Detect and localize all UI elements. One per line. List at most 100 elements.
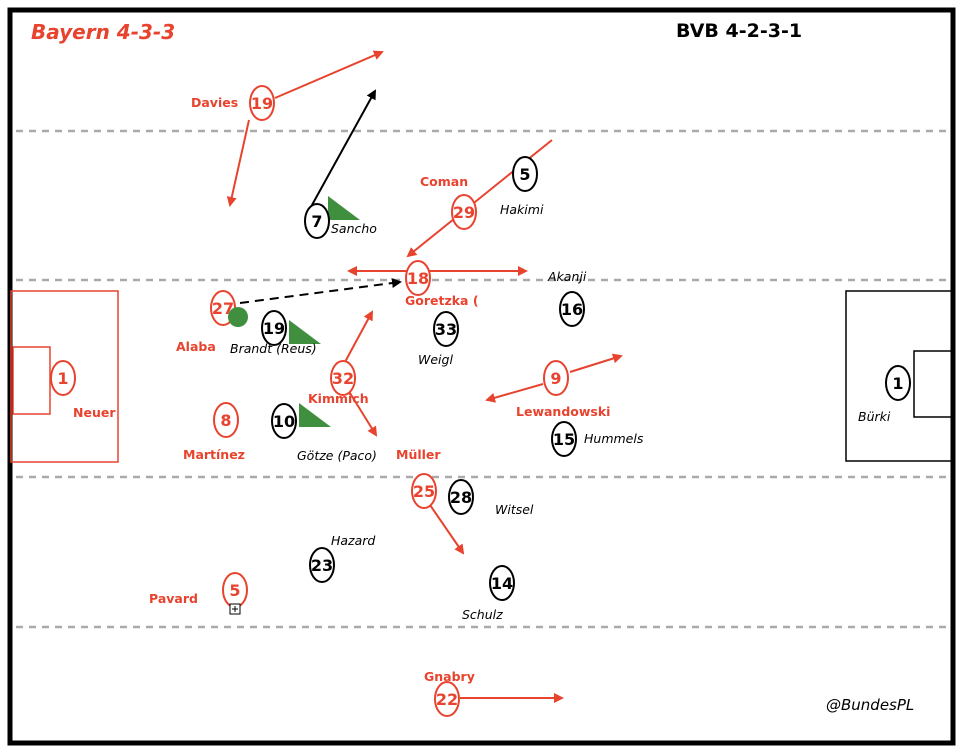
player-bayern[interactable]: 19 Davies — [191, 85, 275, 121]
player-number: 25 — [413, 482, 435, 501]
player-number: 1 — [57, 369, 68, 388]
player-bvb[interactable]: 16 Akanji — [547, 269, 587, 327]
player-marker[interactable] — [434, 681, 460, 717]
player-marker[interactable] — [309, 547, 335, 583]
player-marker[interactable] — [512, 156, 538, 192]
away-goal-box — [913, 350, 953, 418]
run-arrow — [344, 310, 373, 363]
player-number: 5 — [519, 165, 530, 184]
player-name: Weigl — [418, 352, 453, 367]
run-arrow — [226, 119, 250, 207]
player-name: Gnabry — [424, 669, 475, 684]
player-marker[interactable] — [433, 311, 459, 347]
board-frame — [7, 7, 956, 746]
player-marker[interactable] — [405, 260, 431, 296]
pressing-markers — [289, 196, 360, 427]
player-bvb[interactable]: 15 Hummels — [551, 421, 644, 457]
away-formation-title: BVB 4-2-3-1 — [676, 20, 802, 42]
run-arrow — [274, 50, 384, 99]
player-name: Pavard — [149, 591, 198, 606]
player-marker[interactable] — [489, 565, 515, 601]
home-goal-box — [12, 346, 51, 415]
pass-arrow — [239, 278, 402, 304]
player-name: Götze (Paco) — [297, 448, 377, 463]
player-marker[interactable] — [249, 85, 275, 121]
player-number: 22 — [436, 690, 458, 709]
player-name: Hummels — [584, 431, 644, 446]
home-penalty-box — [10, 290, 119, 463]
player-number: 9 — [550, 369, 561, 388]
player-name: Brandt (Reus) — [230, 341, 317, 356]
run-arrow — [569, 353, 623, 373]
player-number: 5 — [229, 581, 240, 600]
player-marker[interactable] — [271, 403, 297, 439]
player-number: 18 — [407, 269, 429, 288]
player-number: 7 — [311, 212, 322, 231]
press-triangle-icon — [289, 320, 321, 344]
player-marker[interactable] — [551, 421, 577, 457]
player-bayern[interactable]: 22 Gnabry — [424, 669, 475, 717]
player-name: Lewandowski — [516, 404, 610, 419]
players: 1Neuer27Alaba8Martínez5Pavard19Davies32K… — [50, 85, 911, 717]
run-arrow — [429, 504, 465, 555]
player-name: Witsel — [495, 502, 534, 517]
player-name: Bürki — [858, 409, 891, 424]
player-number: 16 — [561, 300, 583, 319]
player-name: Martínez — [183, 447, 245, 462]
player-number: 27 — [212, 299, 234, 318]
player-number: 32 — [332, 369, 354, 388]
player-marker[interactable] — [885, 365, 911, 401]
substitution-icon — [229, 603, 241, 615]
player-marker[interactable] — [330, 360, 356, 396]
player-number: 23 — [311, 556, 333, 575]
player-name: Alaba — [176, 339, 216, 354]
player-marker[interactable] — [559, 291, 585, 327]
player-name: Kimmich — [308, 391, 369, 406]
player-number: 19 — [263, 319, 285, 338]
player-marker[interactable] — [50, 360, 76, 396]
player-marker[interactable] — [304, 203, 330, 239]
player-marker[interactable] — [261, 310, 287, 346]
sancho-run-arrow — [311, 89, 376, 206]
player-number: 19 — [251, 94, 273, 113]
press-triangle-icon — [299, 403, 331, 427]
credit-label: @BundesPL — [826, 696, 914, 714]
player-name: Davies — [191, 95, 238, 110]
player-name: Coman — [420, 174, 468, 189]
player-name: Neuer — [73, 405, 116, 420]
away-penalty-box — [845, 290, 954, 462]
player-marker[interactable] — [543, 360, 569, 396]
player-name: Schulz — [462, 607, 503, 622]
player-marker[interactable] — [448, 479, 474, 515]
player-number: 15 — [553, 430, 575, 449]
player-number: 28 — [450, 488, 472, 507]
player-name: Goretzka ( — [405, 293, 479, 308]
player-number: 1 — [892, 374, 903, 393]
player-number: 33 — [435, 320, 457, 339]
player-marker[interactable] — [451, 194, 477, 230]
player-marker[interactable] — [213, 402, 239, 438]
ball-icon — [228, 307, 248, 327]
player-name: Akanji — [547, 269, 587, 284]
player-number: 8 — [220, 411, 231, 430]
player-marker[interactable] — [411, 473, 437, 509]
run-arrow — [344, 384, 378, 437]
